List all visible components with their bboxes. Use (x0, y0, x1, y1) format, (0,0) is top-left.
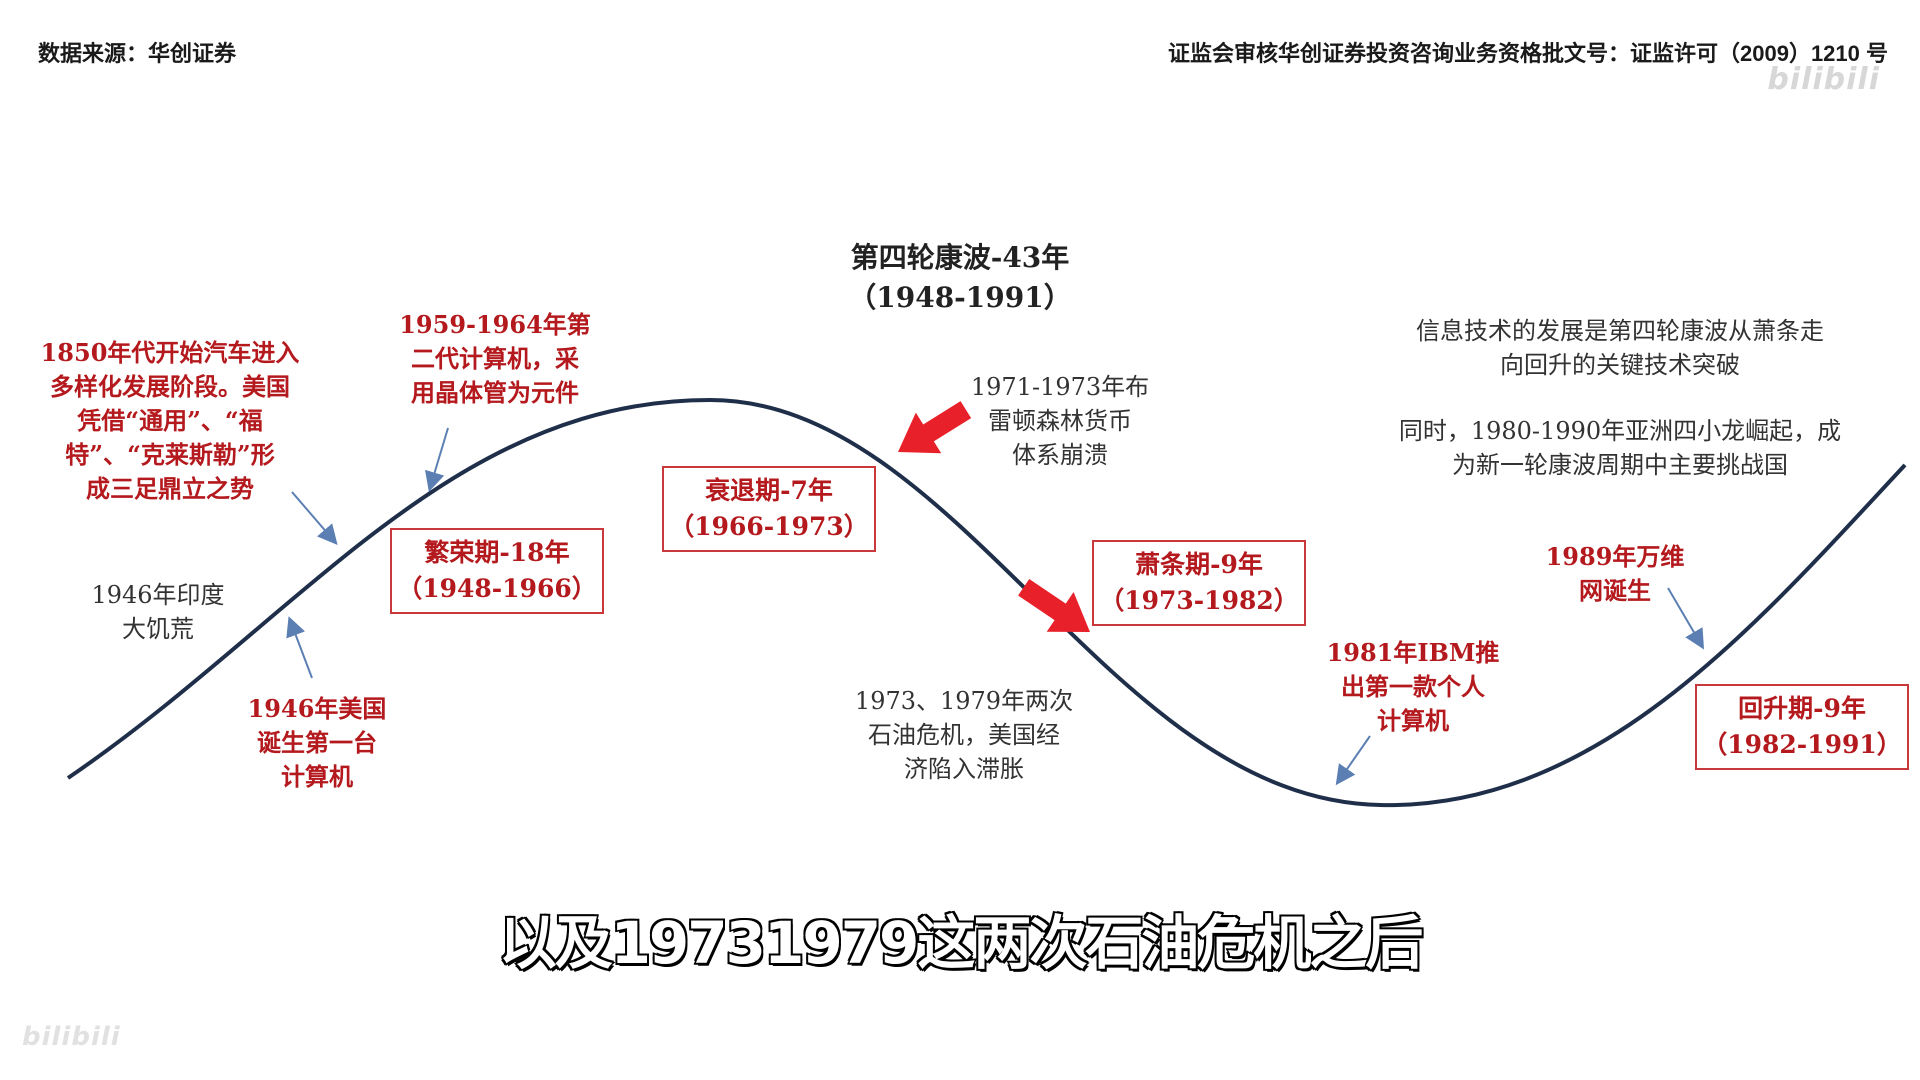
event-bretton-woods: 1971-1973年布 雷顿森林货币 体系崩溃 (970, 373, 1150, 469)
phase-range: （1973-1982） (1099, 586, 1299, 615)
phase-box-depression: 萧条期-9年 （1973-1982） (1092, 540, 1306, 626)
phase-name: 回升期-9年 (1738, 694, 1866, 723)
arrow-bretton-woods (898, 401, 972, 454)
arrow-car-1850 (291, 491, 338, 546)
event-ibm-pc: 1981年IBM推 出第一款个人 计算机 (1326, 638, 1500, 735)
bilibili-watermark: bilibili (22, 1022, 121, 1052)
phase-name: 繁荣期-18年 (424, 538, 570, 567)
phase-name: 萧条期-9年 (1135, 550, 1263, 579)
event-india-famine: 1946年印度 大饥荒 (91, 581, 225, 643)
arrow-www (1667, 587, 1705, 650)
event-car-1850: 1850年代开始汽车进入 多样化发展阶段。美国 凭借“通用”、“福 特”、“克莱… (40, 338, 300, 503)
phase-range: （1966-1973） (669, 512, 869, 541)
arrow-ibm-pc (1335, 735, 1371, 786)
diagram-title: 第四轮康波-43年 (850, 241, 1070, 274)
arrow-first-computer (286, 616, 313, 679)
license-label: 证监会审核华创证券投资咨询业务资格批文号：证监许可（2009）1210 号 (1168, 41, 1888, 66)
data-source-label: 数据来源：华创证券 (38, 41, 237, 66)
note-asian-tigers: 同时，1980-1990年亚洲四小龙崛起，成 为新一轮康波周期中主要挑战国 (1398, 417, 1842, 479)
phase-range: （1982-1991） (1702, 730, 1902, 759)
bilibili-watermark: bilibili (1767, 62, 1880, 97)
video-subtitle: 以及19731979这两次石油危机之后 (497, 908, 1425, 979)
note-it-breakthrough: 信息技术的发展是第四轮康波从萧条走 向回升的关键技术突破 (1416, 317, 1824, 379)
arrow-computer-gen2 (425, 427, 449, 492)
event-computer-gen2: 1959-1964年第 二代计算机，采 用晶体管为元件 (399, 310, 591, 407)
event-oil-crisis: 1973、1979年两次 石油危机，美国经 济陷入滞胀 (854, 687, 1074, 783)
event-first-computer: 1946年美国 诞生第一台 计算机 (247, 694, 387, 791)
arrow-oil-crisis (1018, 578, 1090, 632)
phase-box-recession: 衰退期-7年 （1966-1973） (662, 466, 876, 552)
diagram-title-range: （1948-1991） (848, 281, 1072, 314)
event-www: 1989年万维 网诞生 (1545, 542, 1685, 605)
phase-box-recovery: 回升期-9年 （1982-1991） (1695, 684, 1909, 770)
phase-range: （1948-1966） (397, 574, 597, 603)
wave-curve (66, 397, 1907, 808)
phase-box-prosperity: 繁荣期-18年 （1948-1966） (390, 528, 604, 614)
phase-name: 衰退期-7年 (705, 476, 833, 505)
